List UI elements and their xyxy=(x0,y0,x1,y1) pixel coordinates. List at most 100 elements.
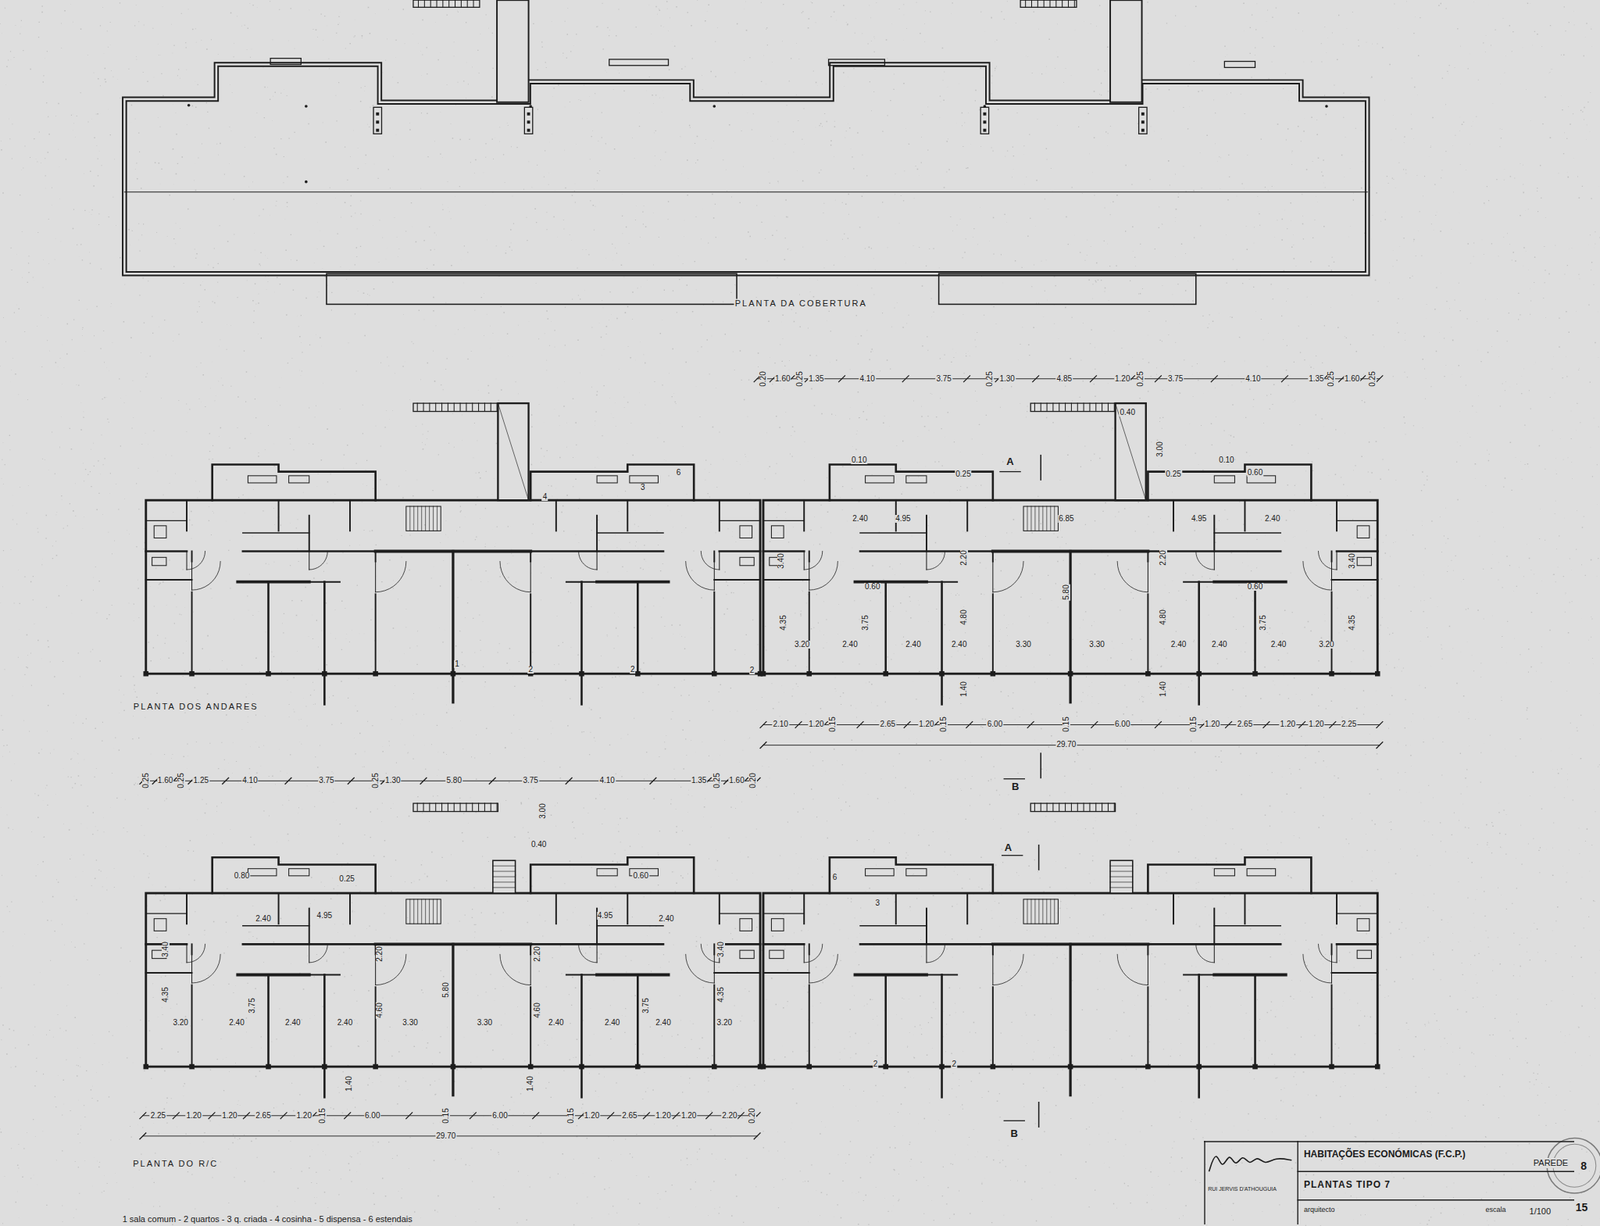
door-leaf xyxy=(992,953,993,985)
dimension: 4.80 xyxy=(960,608,968,625)
stair-tread xyxy=(1110,881,1133,883)
wall xyxy=(237,973,309,977)
sun-screen-slat xyxy=(478,803,479,811)
dimension: 1.20 xyxy=(1279,720,1297,729)
sun-screen-slat xyxy=(1049,0,1050,8)
dimension: 1.60 xyxy=(774,375,791,383)
sun-screen-slat xyxy=(1055,0,1057,8)
canopy xyxy=(939,273,1197,304)
section-arrow xyxy=(1000,471,1021,472)
sun-screen-slat xyxy=(484,803,486,811)
fixture xyxy=(289,868,310,876)
wall xyxy=(966,500,968,531)
door-swing xyxy=(700,550,720,570)
sun-screen-slat xyxy=(1046,403,1048,411)
fixture xyxy=(1357,557,1372,565)
wall xyxy=(185,500,188,531)
dimension-tick xyxy=(672,1112,679,1119)
wall xyxy=(451,943,454,1095)
door-swing xyxy=(1303,561,1333,591)
door-leaf xyxy=(191,953,193,983)
dimension: 2.65 xyxy=(254,1111,272,1120)
column xyxy=(882,671,889,677)
wall xyxy=(267,975,270,1068)
wall xyxy=(1214,532,1281,534)
stair-tread xyxy=(409,899,411,924)
sun-screen xyxy=(413,403,498,411)
dimension-tick xyxy=(753,1132,761,1140)
sun-screen-slat xyxy=(1058,803,1060,811)
dimension: 4.95 xyxy=(894,514,911,523)
dimension: 2.40 xyxy=(657,914,675,923)
stair-tread xyxy=(1030,506,1032,531)
door-swing xyxy=(685,561,715,591)
dimension-tick xyxy=(1329,721,1336,729)
column xyxy=(578,1064,585,1070)
stair-tread xyxy=(421,506,422,531)
sun-screen-slat xyxy=(1077,403,1079,411)
sun-screen-slat xyxy=(1040,403,1042,411)
dimension: 0.25 xyxy=(985,370,994,387)
stair-tread xyxy=(1042,506,1043,531)
dimension: 6.00 xyxy=(986,720,1004,729)
wall xyxy=(966,892,968,924)
fixture xyxy=(906,475,927,483)
fixture xyxy=(1357,950,1372,958)
fixture xyxy=(906,868,927,876)
wall xyxy=(596,580,668,584)
dimension: 2.40 xyxy=(284,1018,301,1027)
dimension: 3.30 xyxy=(1088,640,1105,649)
roof-hatch-dot xyxy=(1141,120,1145,124)
stair-tread xyxy=(417,506,418,531)
dimension: 0.25 xyxy=(954,470,972,479)
column xyxy=(939,671,945,677)
wall xyxy=(212,464,376,500)
wall xyxy=(626,500,629,531)
dimension: 4.10 xyxy=(241,776,258,785)
column xyxy=(189,1064,195,1070)
stair-tread xyxy=(1053,506,1055,531)
door-leaf xyxy=(530,953,532,985)
column xyxy=(265,1064,272,1070)
stair-tower xyxy=(497,403,529,500)
fixture xyxy=(771,525,784,539)
room-number: 2 xyxy=(950,1060,958,1068)
stair-tread xyxy=(1110,886,1133,888)
dimension: 2.40 xyxy=(547,1018,565,1027)
wall xyxy=(1213,515,1215,552)
wall xyxy=(1243,500,1246,531)
dimension: 4.95 xyxy=(1190,514,1208,523)
dimension-tick xyxy=(966,721,973,729)
dimension: 0.20 xyxy=(759,370,768,387)
overall-dimension: 29.70 xyxy=(1055,740,1077,749)
fixture xyxy=(769,950,784,958)
legend-note: 1 sala comum - 2 quartos - 3 q. criada -… xyxy=(121,1214,414,1223)
roof-hatch-dot xyxy=(982,112,986,116)
dimension: 2.40 xyxy=(1170,640,1187,649)
fixture xyxy=(1357,525,1370,539)
door-swing xyxy=(803,550,823,570)
location: PAREDE xyxy=(1532,1157,1569,1168)
door-leaf xyxy=(1147,953,1149,985)
stair-tower xyxy=(1115,403,1147,500)
fixture xyxy=(771,918,784,932)
wall xyxy=(530,857,694,893)
wall xyxy=(349,892,351,924)
dimension: 0.25 xyxy=(796,370,804,387)
roof-hatch-dot xyxy=(375,120,379,124)
roof-vent xyxy=(270,58,301,65)
door-swing xyxy=(809,953,839,983)
dimension: 0.15 xyxy=(939,716,948,733)
sun-screen-slat xyxy=(428,403,430,411)
wall xyxy=(191,943,193,954)
dimension-tick xyxy=(139,1132,147,1140)
building-module xyxy=(760,403,1381,704)
fixture xyxy=(247,868,277,876)
wall xyxy=(530,464,694,500)
door-swing xyxy=(1196,943,1215,963)
roof-vent xyxy=(828,59,886,66)
wall xyxy=(808,550,811,561)
sun-screen-slat xyxy=(1040,803,1042,811)
dimension: 2.40 xyxy=(841,640,858,649)
dimension: 2.20 xyxy=(375,945,384,962)
